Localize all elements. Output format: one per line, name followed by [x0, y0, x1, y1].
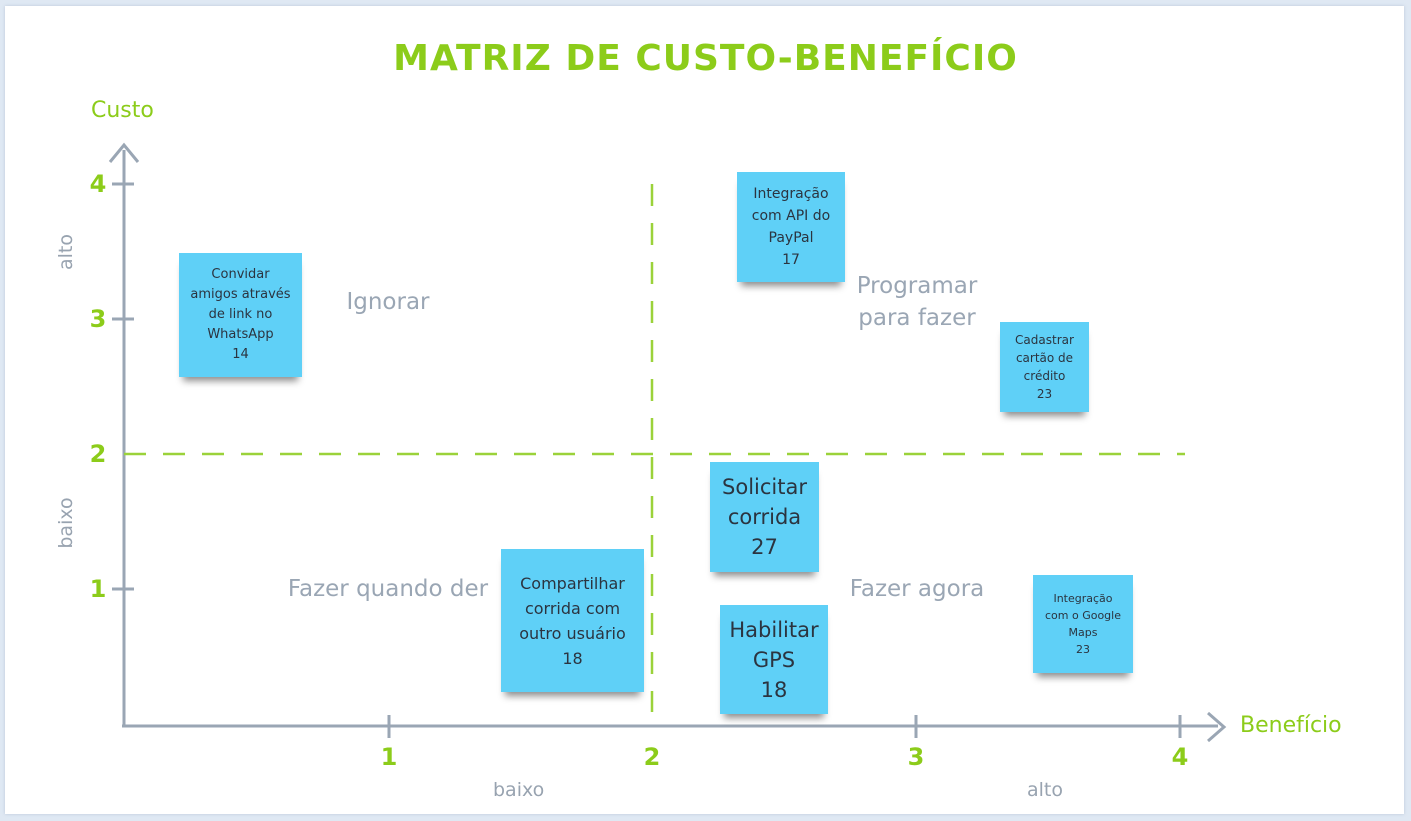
sticky-note-habilitar-gps[interactable]: Habilitar GPS 18	[720, 605, 828, 714]
quadrant-fazer-quando-der: Fazer quando der	[287, 576, 489, 602]
note-line: crédito	[1023, 369, 1066, 383]
note-line: Habilitar	[729, 617, 819, 642]
x-high-label: alto	[1027, 779, 1063, 801]
sticky-note-solicitar-corrida[interactable]: Solicitar corrida 27	[710, 462, 819, 572]
x-low-label: baixo	[493, 779, 545, 801]
note-score: 27	[751, 535, 778, 559]
note-line: amigos através	[190, 287, 291, 302]
sticky-note-paypal[interactable]: Integração com API do PayPal 17	[737, 172, 845, 282]
quadrant-programar-line1: Programar	[856, 273, 978, 299]
page-title: MATRIZ DE CUSTO-BENEFÍCIO	[393, 38, 1018, 79]
note-line: Convidar	[211, 267, 270, 282]
y-low-label: baixo	[55, 497, 77, 549]
note-line: corrida com	[524, 598, 621, 618]
note-line: WhatsApp	[207, 327, 274, 342]
note-line: de link no	[208, 307, 273, 322]
x-axis-label: Benefício	[1240, 713, 1342, 738]
quadrant-fazer-agora: Fazer agora	[849, 576, 985, 602]
y-tick-label-1: 1	[89, 575, 107, 603]
y-tick-label-2: 2	[89, 440, 107, 468]
x-tick-label-3: 3	[907, 743, 925, 771]
note-line: cartão de	[1015, 351, 1074, 365]
note-line: Integração	[1053, 592, 1113, 605]
quadrant-programar: Programar para fazer	[840, 270, 994, 334]
sticky-note-cadastrar-cartao[interactable]: Cadastrar cartão de crédito 23	[1000, 322, 1089, 412]
sticky-note-compartilhar-corrida[interactable]: Compartilhar corrida com outro usuário 1…	[501, 549, 644, 692]
note-score: 18	[562, 648, 583, 668]
note-score: 17	[782, 252, 800, 268]
x-axis-arrow	[1207, 711, 1227, 743]
note-line: Integração	[753, 186, 829, 202]
y-high-label: alto	[55, 234, 77, 270]
note-score: 23	[1036, 387, 1053, 401]
note-score: 18	[760, 677, 788, 702]
quadrant-programar-line2: para fazer	[858, 305, 976, 331]
note-line: outro usuário	[519, 623, 626, 643]
x-tick-label-2: 2	[643, 743, 661, 771]
y-tick-label-4: 4	[89, 170, 107, 198]
note-line: Maps	[1068, 626, 1098, 639]
y-tick-label-3: 3	[89, 305, 107, 333]
y-axis-label: Custo	[91, 98, 154, 123]
note-line: PayPal	[768, 230, 814, 246]
note-line: corrida	[727, 505, 802, 529]
note-line: Compartilhar	[520, 573, 625, 593]
x-tick-label-4: 4	[1171, 743, 1189, 771]
note-line: Solicitar	[722, 475, 807, 499]
note-line: Cadastrar	[1015, 333, 1074, 347]
note-score: 23	[1076, 643, 1090, 656]
y-axis-arrow	[108, 142, 140, 163]
note-line: com API do	[751, 208, 831, 224]
x-tick-label-1: 1	[380, 743, 398, 771]
note-line: GPS	[752, 647, 796, 672]
note-score: 14	[232, 347, 249, 362]
note-line: com o Google	[1044, 609, 1121, 622]
quadrant-ignorar: Ignorar	[346, 289, 430, 315]
sticky-note-convidar-amigos[interactable]: Convidar amigos através de link no Whats…	[179, 253, 302, 377]
matrix-board	[5, 6, 1404, 814]
sticky-note-google-maps[interactable]: Integração com o Google Maps 23	[1033, 575, 1133, 673]
